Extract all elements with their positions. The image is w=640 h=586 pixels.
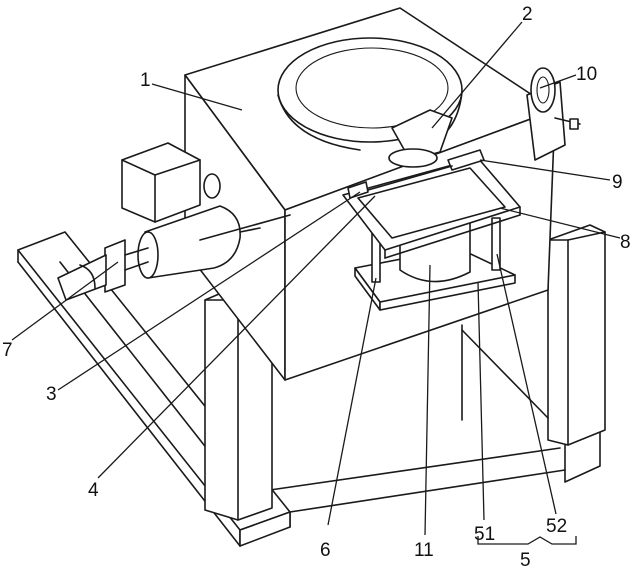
label-10: 10 [576,64,597,85]
leader-8 [499,207,621,239]
leader-5-brace [477,536,577,545]
motor-assembly [57,142,291,301]
funnel-inner-rim [295,47,449,129]
handwheel-rim [530,67,556,113]
clamp-left [347,181,369,199]
label-52: 52 [546,516,567,537]
label-2: 2 [522,4,533,25]
label-9: 9 [612,172,623,193]
label-8: 8 [620,232,631,253]
leader-1 [151,83,243,111]
label-3: 3 [46,384,57,405]
leader-10 [539,74,577,89]
label-1: 1 [140,70,151,91]
leader-11 [424,264,431,536]
leader-52 [496,253,557,515]
label-4: 4 [88,480,99,501]
front-foot [239,511,291,547]
label-5: 5 [520,550,531,571]
motor-cylinder [144,205,241,279]
leader-lines [11,21,621,545]
handwheel [526,67,581,161]
motor-flange [104,239,126,293]
leader-51 [477,281,485,521]
front-right-leg [547,224,606,446]
motor-hub [203,173,221,199]
label-51: 51 [474,524,495,545]
label-11: 11 [414,540,434,561]
leader-2 [431,21,523,129]
leader-3 [57,191,361,391]
label-6: 6 [320,540,331,561]
leader-6 [327,277,377,526]
upper-frame-opening [357,167,506,239]
part-labels: 1 2 3 4 5 6 7 8 9 10 11 51 52 [2,4,631,571]
guide-rod-right [491,217,501,271]
leader-9 [479,159,611,181]
nozzle-cone [57,254,107,301]
leader-7 [11,261,119,341]
leader-4 [97,195,376,479]
label-7: 7 [2,340,13,361]
spout-mouth [388,148,438,168]
lift-assembly [342,149,521,311]
legs [204,224,606,521]
motor-box [121,142,201,223]
